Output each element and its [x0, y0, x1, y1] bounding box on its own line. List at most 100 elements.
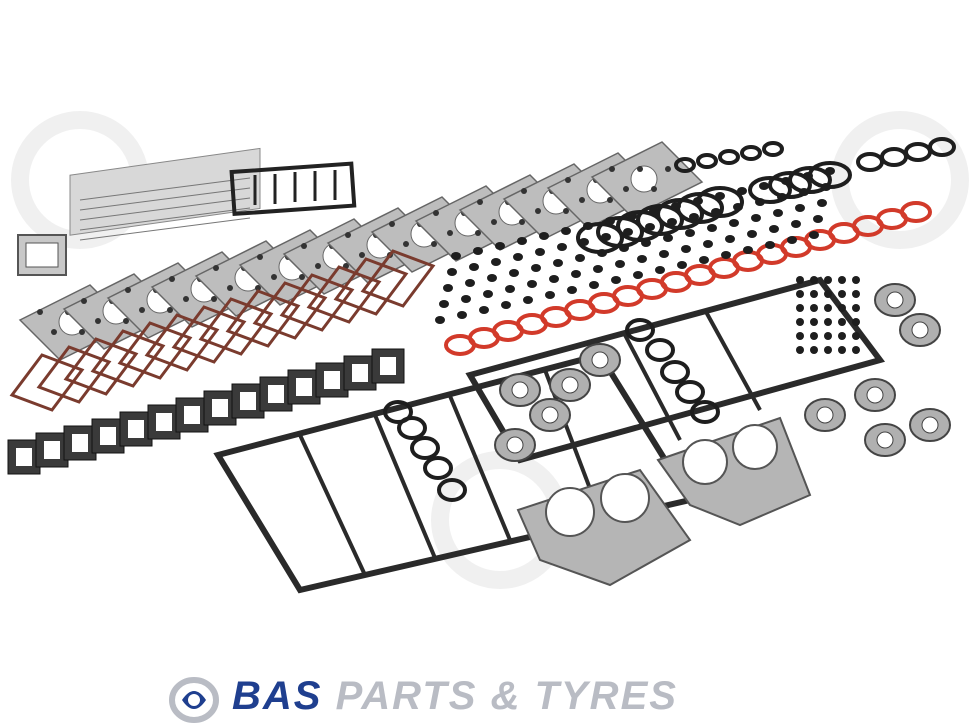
brown-gasket — [333, 257, 409, 316]
flange-gasket — [804, 398, 846, 432]
small-seal — [852, 290, 860, 298]
small-seal — [852, 332, 860, 340]
flange-gasket — [874, 283, 916, 317]
brand-logo-icon — [169, 677, 219, 723]
small-seal-field — [435, 167, 860, 354]
small-seal — [810, 346, 818, 354]
head-gasket-row — [18, 141, 704, 361]
small-seal — [539, 232, 549, 240]
brand-secondary: PARTS & TYRES — [335, 674, 678, 718]
small-seal — [473, 247, 483, 255]
small-seal — [781, 177, 791, 185]
o-ring — [768, 171, 812, 199]
black-frame-gasket — [229, 161, 357, 217]
small-seal — [787, 236, 797, 244]
o-ring — [645, 338, 675, 362]
small-seal — [852, 346, 860, 354]
o-ring — [718, 149, 740, 165]
o-ring — [674, 157, 696, 173]
o-ring — [748, 176, 792, 204]
small-seal — [495, 242, 505, 250]
small-seal — [838, 332, 846, 340]
small-seal — [838, 318, 846, 326]
small-seal — [824, 346, 832, 354]
black-manifold-gasket — [203, 390, 237, 426]
small-seal — [699, 256, 709, 264]
o-ring — [660, 360, 690, 384]
small-seal — [487, 274, 497, 282]
small-seal — [725, 235, 735, 243]
small-seal — [796, 276, 804, 284]
brown-gasket — [306, 265, 382, 324]
black-manifold-gasket — [147, 404, 181, 440]
small-seal — [693, 197, 703, 205]
flange-gasket — [499, 373, 541, 407]
brown-gasket — [252, 281, 328, 340]
small-seal — [796, 290, 804, 298]
small-seal — [796, 332, 804, 340]
small-seal — [575, 254, 585, 262]
flange-gasket — [549, 368, 591, 402]
small-seal — [838, 276, 846, 284]
small-seal — [747, 230, 757, 238]
small-seal — [810, 332, 818, 340]
small-seal — [810, 304, 818, 312]
small-seal — [659, 250, 669, 258]
double-port-gasket — [516, 416, 812, 587]
brown-gasket — [90, 329, 166, 388]
black-manifold-gasket — [7, 439, 41, 475]
small-seal — [677, 261, 687, 269]
small-seal — [605, 217, 615, 225]
o-ring — [928, 137, 956, 157]
small-seal — [655, 266, 665, 274]
small-seal — [759, 182, 769, 190]
small-seal — [601, 233, 611, 241]
brown-gasket — [360, 249, 436, 308]
o-ring — [410, 436, 440, 460]
black-manifold-gasket — [63, 425, 97, 461]
small-seal — [810, 290, 818, 298]
flange-gasket — [909, 408, 951, 442]
small-seal — [589, 281, 599, 289]
small-seal — [435, 316, 445, 324]
small-seal — [795, 204, 805, 212]
small-seal — [457, 311, 467, 319]
brown-gasket — [279, 273, 355, 332]
brown-gasket — [36, 345, 112, 404]
small-seal — [689, 213, 699, 221]
small-seal — [852, 304, 860, 312]
black-manifold-gasket — [259, 376, 293, 412]
black-manifold-gasket — [231, 383, 265, 419]
small-seal — [755, 198, 765, 206]
small-seal — [439, 300, 449, 308]
small-seal — [451, 252, 461, 260]
frame-o-rings — [383, 318, 720, 502]
small-seal — [571, 270, 581, 278]
red-o-rings — [444, 201, 932, 356]
small-seal — [469, 263, 479, 271]
small-seal — [852, 318, 860, 326]
small-seal — [513, 253, 523, 261]
small-seal — [557, 243, 567, 251]
small-seal — [773, 209, 783, 217]
o-ring — [383, 400, 413, 424]
small-seal — [567, 286, 577, 294]
o-ring — [625, 318, 655, 342]
flange-gasket — [854, 378, 896, 412]
brown-gasket — [171, 305, 247, 364]
small-seal — [838, 304, 846, 312]
small-seal — [483, 290, 493, 298]
small-seal — [465, 279, 475, 287]
flange-gasket — [494, 428, 536, 462]
small-seal — [637, 255, 647, 263]
o-ring — [437, 478, 467, 502]
o-ring — [856, 152, 884, 172]
small-seal — [769, 225, 779, 233]
metal-strip-stack — [69, 147, 261, 241]
small-seal — [821, 183, 831, 191]
brown-gasket — [225, 289, 301, 348]
o-ring — [762, 141, 784, 157]
small-seal — [825, 167, 835, 175]
black-manifold-gasket — [315, 362, 349, 398]
